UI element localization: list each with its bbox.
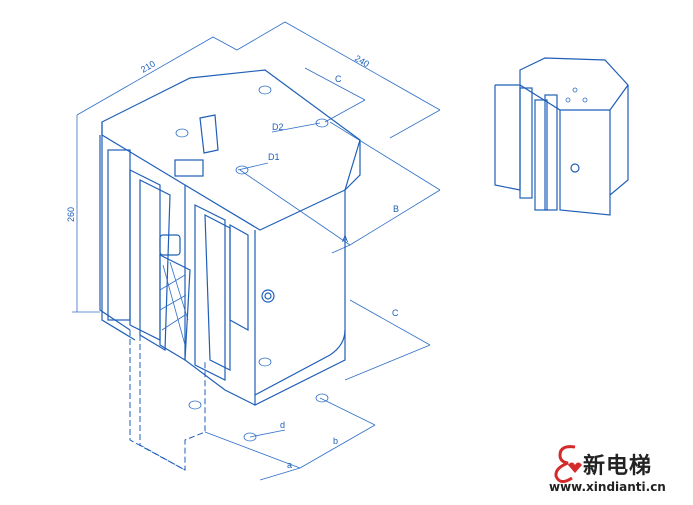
dim-210: 210 (139, 59, 157, 75)
safety-gear-main-view (99, 69, 361, 471)
dim-260: 260 (66, 207, 76, 222)
logo-url: www.xindianti.cn (549, 480, 666, 494)
dim-d-lower: d (280, 420, 285, 430)
dim-a-upper: A (342, 234, 348, 244)
dim-240: 240 (353, 53, 371, 69)
dim-c-top: C (335, 74, 342, 84)
logo-mark-icon (554, 445, 582, 483)
safety-gear-small-view (494, 57, 629, 216)
label-d1: D1 (268, 152, 280, 162)
dim-b-lower: b (333, 436, 338, 446)
logo-name: 新电梯 (583, 454, 653, 479)
dim-a-lower: a (287, 460, 292, 470)
label-d2: D2 (272, 122, 284, 132)
dimension-lines (72, 21, 441, 481)
dim-c-bottom: C (392, 308, 399, 318)
dim-b-upper: B (393, 204, 399, 214)
hole-markers (175, 85, 329, 442)
